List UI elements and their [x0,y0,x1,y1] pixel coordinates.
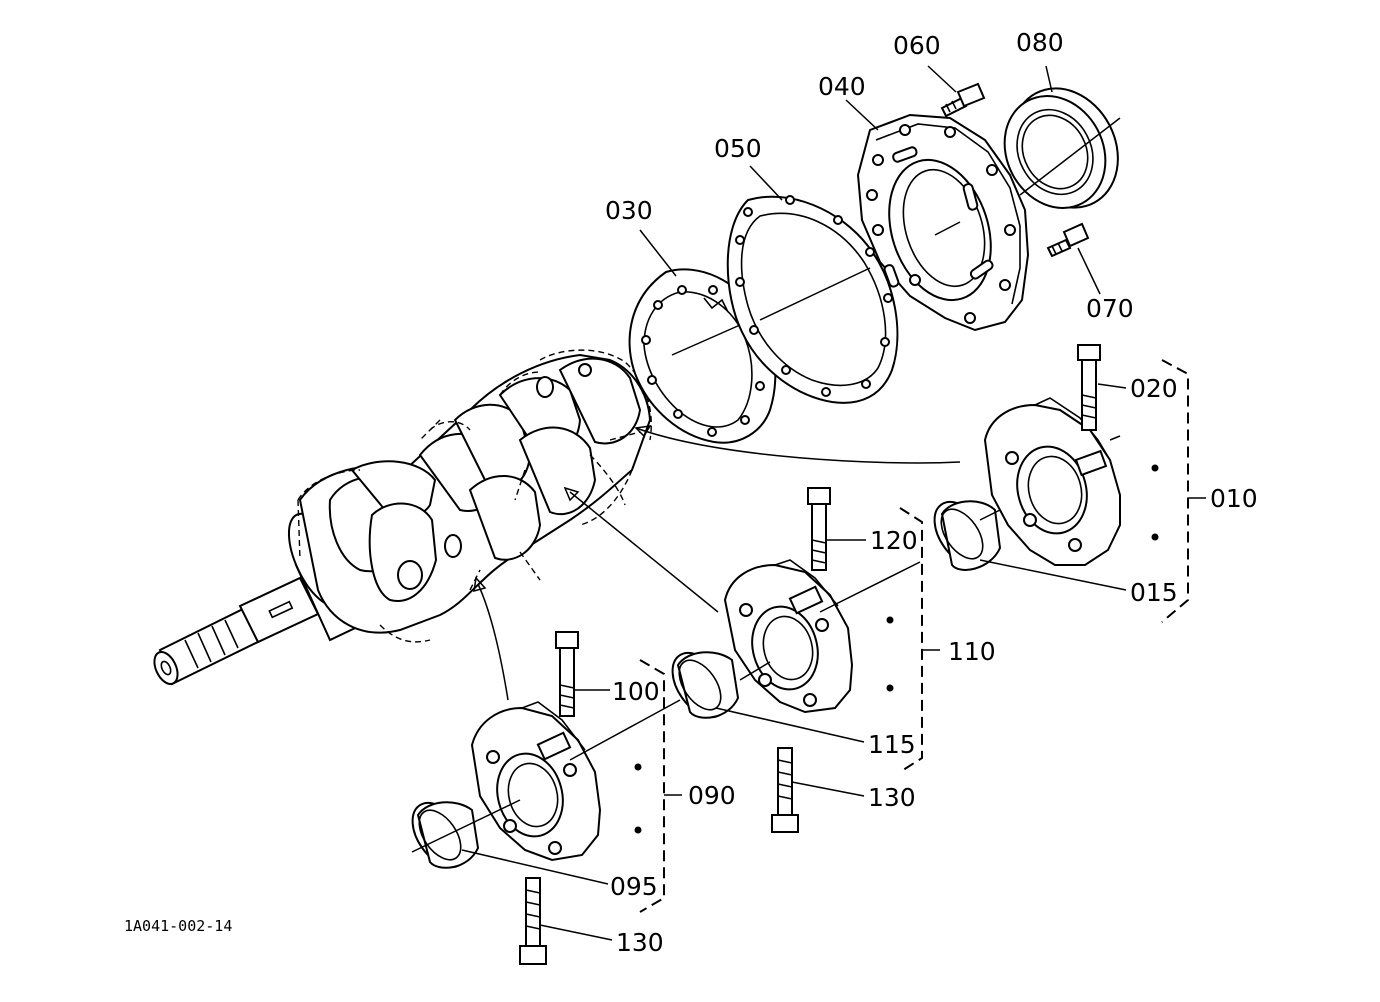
oil-seal-080 [1003,87,1119,209]
callout-050: 050 [714,134,762,163]
bolt-100 [555,631,579,717]
main-bearing-case-110 [723,559,854,714]
metal-bearing-015 [933,500,1002,571]
main-bearing-case-010 [983,397,1121,566]
callout-095: 095 [610,872,658,901]
main-bearing-case-090 [470,701,602,862]
metal-bearing-095 [411,801,480,869]
reference-dots [634,464,1159,834]
assembly-brackets [639,359,1206,913]
callout-015: 015 [1130,578,1178,607]
callout-130-lower: 130 [616,928,664,957]
assembly-lines [411,117,1121,853]
callout-115: 115 [868,730,916,759]
callout-030: 030 [605,196,653,225]
bolt-120 [807,487,831,571]
callout-090: 090 [688,781,736,810]
callout-100: 100 [612,677,660,706]
drawing-id: 1A041-002-14 [124,917,232,935]
callout-060: 060 [893,31,941,60]
bolt-130-upper [771,747,799,833]
callout-130-upper: 130 [868,783,916,812]
bearing-case-cover-040 [856,113,1030,332]
callout-080: 080 [1016,28,1064,57]
gasket-050 [726,195,899,404]
callout-040: 040 [818,72,866,101]
bolt-130-lower [519,877,547,965]
bolt-020 [1077,344,1101,431]
metal-bearing-115 [671,651,740,719]
callout-120: 120 [870,526,918,555]
bolt-060 [940,82,986,118]
bolt-070 [1046,222,1090,258]
callout-110: 110 [948,637,996,666]
callout-070: 070 [1086,294,1134,323]
callout-010: 010 [1210,484,1258,513]
callout-labels: 060 080 040 050 030 070 020 010 015 120 … [605,28,1258,957]
crankshaft [153,349,652,686]
leader-lines [461,65,1127,941]
callout-020: 020 [1130,374,1178,403]
